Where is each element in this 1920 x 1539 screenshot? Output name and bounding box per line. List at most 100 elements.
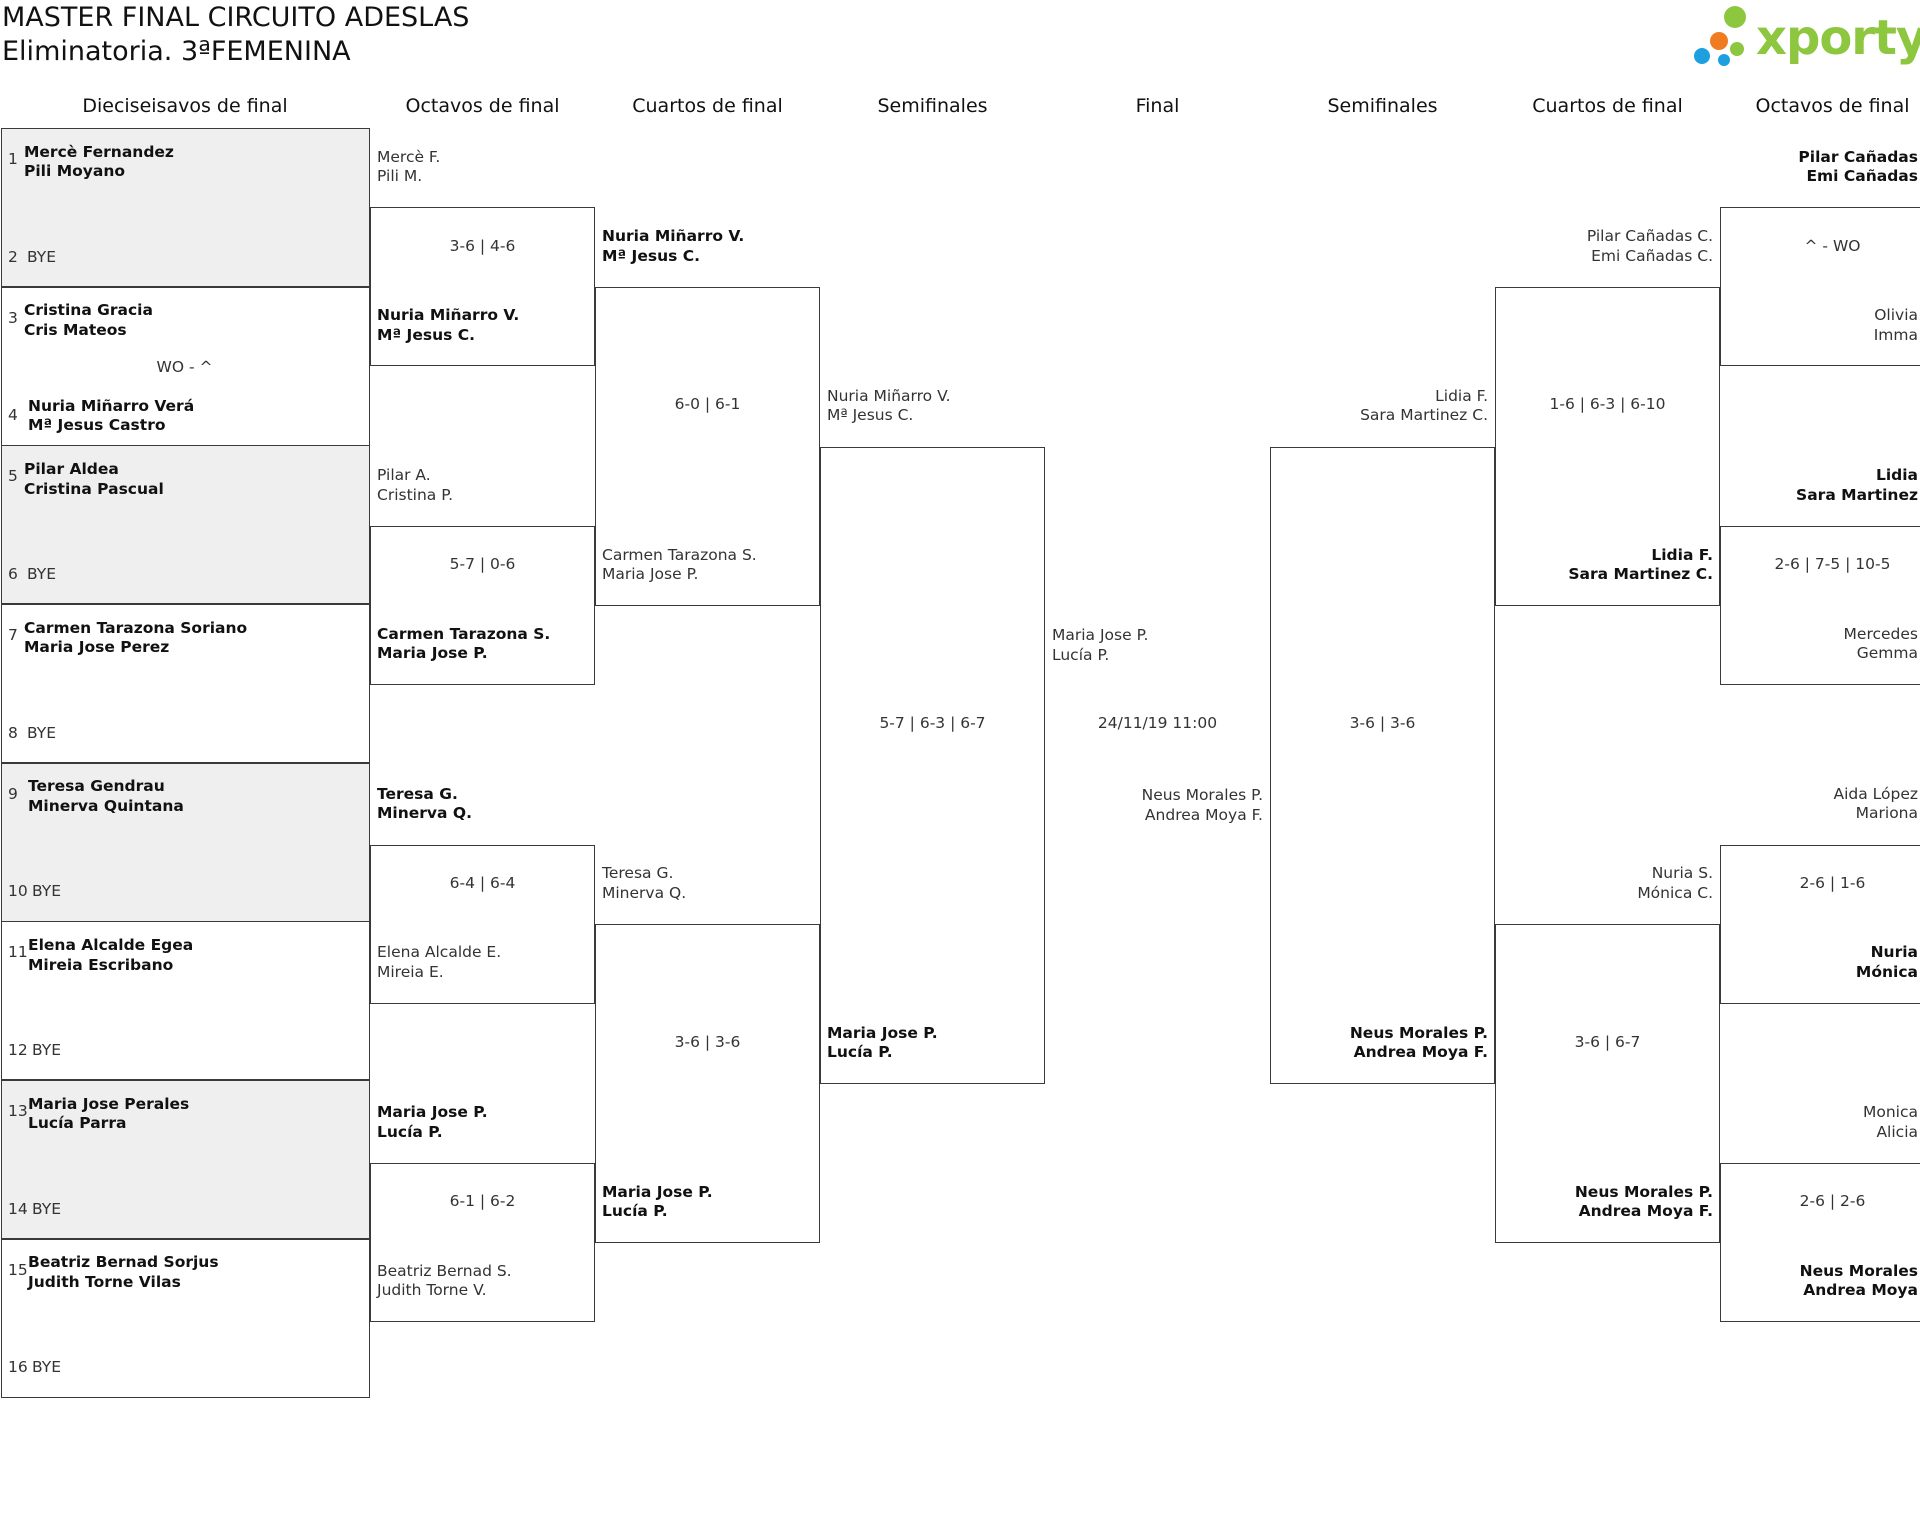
player-name: Cristina Gracia [24,301,153,319]
match-box-r32 [1,1080,370,1239]
player-name: Neus Morales P. [1349,1024,1488,1042]
match-score: 5-7 | 0-6 [449,555,516,573]
player-name: Beatriz Bernad Sorjus [28,1253,219,1271]
player-name: Imma [1873,326,1918,344]
round-header: Final [1135,95,1180,117]
seed-number: 15 [8,1261,28,1279]
match-score: 6-4 | 6-4 [449,874,516,892]
seed-number: 11 [8,943,28,961]
player-name: Cristina P. [377,486,454,504]
match-score: 2-6 | 1-6 [1799,874,1866,892]
player-name: Minerva Q. [602,884,687,902]
page-subtitle: Eliminatoria. 3ªFEMENINA [2,36,351,67]
player-name: Aida López [1833,785,1918,803]
seed-number: 9 [8,785,18,803]
round-header: Octavos de final [1755,95,1910,117]
player-name: Teresa Gendrau [28,777,165,795]
player-name: Andrea Moya F. [1578,1202,1713,1220]
player-name: Pili Moyano [24,162,126,180]
match-box-r16 [370,845,595,1004]
round-header: Octavos de final [405,95,560,117]
player-name: Carmen Tarazona Soriano [24,619,248,637]
match-score: 5-7 | 6-3 | 6-7 [879,714,986,732]
player-name: Maria Jose P. [377,644,488,662]
seed-number: 16 [8,1358,28,1376]
player-name: Mercedes [1843,625,1918,643]
player-name: Maria Jose Perales [28,1095,190,1113]
match-score: 2-6 | 2-6 [1799,1192,1866,1210]
match-box-r16 [370,526,595,685]
player-name: Elena Alcalde E. [377,943,502,961]
player-name: Minerva Q. [377,804,472,822]
player-name: Mercè Fernandez [24,143,174,161]
player-name: Maria Jose P. [602,565,699,583]
match-score: ^ - WO [1804,237,1861,255]
player-name: Minerva Quintana [28,797,184,815]
player-name: Sara Martinez C. [1360,406,1488,424]
seed-number: 1 [8,150,18,168]
round-header: Dieciseisavos de final [82,95,288,117]
player-name: Lucía Parra [28,1114,127,1132]
player-name: Pilar Cañadas C. [1586,227,1713,245]
match-box-r16 [1720,526,1920,685]
player-name: Alicia [1876,1123,1918,1141]
player-name: Mireia Escribano [28,956,174,974]
player-name: BYE [27,248,57,266]
seed-number: 3 [8,309,18,327]
player-name: Beatriz Bernad S. [377,1262,512,1280]
player-name: Olivia [1874,306,1918,324]
player-name: BYE [27,724,57,742]
player-name: Nuria [1870,943,1918,961]
seed-number: 10 [8,882,28,900]
player-name: Teresa G. [602,864,674,882]
logo-text: xporty [1756,10,1920,66]
seed-number: 8 [8,724,18,742]
match-box-r16 [1720,845,1920,1004]
player-name: Pilar Aldea [24,460,119,478]
player-name: Pili M. [377,167,423,185]
player-name: Pilar Cañadas [1798,148,1918,166]
player-name: Elena Alcalde Egea [28,936,194,954]
match-score: 2-6 | 7-5 | 10-5 [1774,555,1891,573]
player-name: Lucía P. [602,1202,668,1220]
player-name: Mercè F. [377,148,441,166]
player-name: Judith Torne Vilas [28,1273,181,1291]
seed-number: 5 [8,467,18,485]
player-name: Mónica C. [1637,884,1713,902]
page-title: MASTER FINAL CIRCUITO ADESLAS [2,2,470,33]
player-name: Mª Jesus C. [827,406,914,424]
player-name: Lidia F. [1651,546,1713,564]
match-box-qf [595,924,820,1243]
match-score: 3-6 | 3-6 [674,1033,741,1051]
player-name: BYE [32,1358,62,1376]
player-name: Nuria S. [1651,864,1713,882]
player-name: Nuria Miñarro Verá [28,397,195,415]
player-name: Mariona [1855,804,1918,822]
player-name: Cris Mateos [24,321,127,339]
player-name: Emi Cañadas [1806,167,1918,185]
match-box-r32 [1,1239,370,1398]
match-box-r16 [370,207,595,366]
player-name: Sara Martinez [1796,486,1918,504]
player-name: Maria Jose P. [1052,626,1149,644]
match-box-r32 [1,128,370,287]
match-score: 1-6 | 6-3 | 6-10 [1549,395,1666,413]
player-name: Maria Jose Perez [24,638,170,656]
player-name: Lucía P. [377,1123,443,1141]
match-box-r16 [370,1163,595,1322]
seed-number: 14 [8,1200,28,1218]
player-name: Andrea Moya [1803,1281,1918,1299]
player-name: Maria Jose P. [377,1103,488,1121]
player-name: Carmen Tarazona S. [377,625,551,643]
player-name: Judith Torne V. [377,1281,487,1299]
match-score: 3-6 | 4-6 [449,237,516,255]
player-name: Nuria Miñarro V. [377,306,520,324]
player-name: BYE [32,1041,62,1059]
player-name: Neus Morales P. [1141,786,1263,804]
player-name: Mónica [1855,963,1918,981]
player-name: Sara Martinez C. [1568,565,1713,583]
player-name: Maria Jose P. [602,1183,713,1201]
seed-number: 7 [8,626,18,644]
round-header: Cuartos de final [632,95,783,117]
